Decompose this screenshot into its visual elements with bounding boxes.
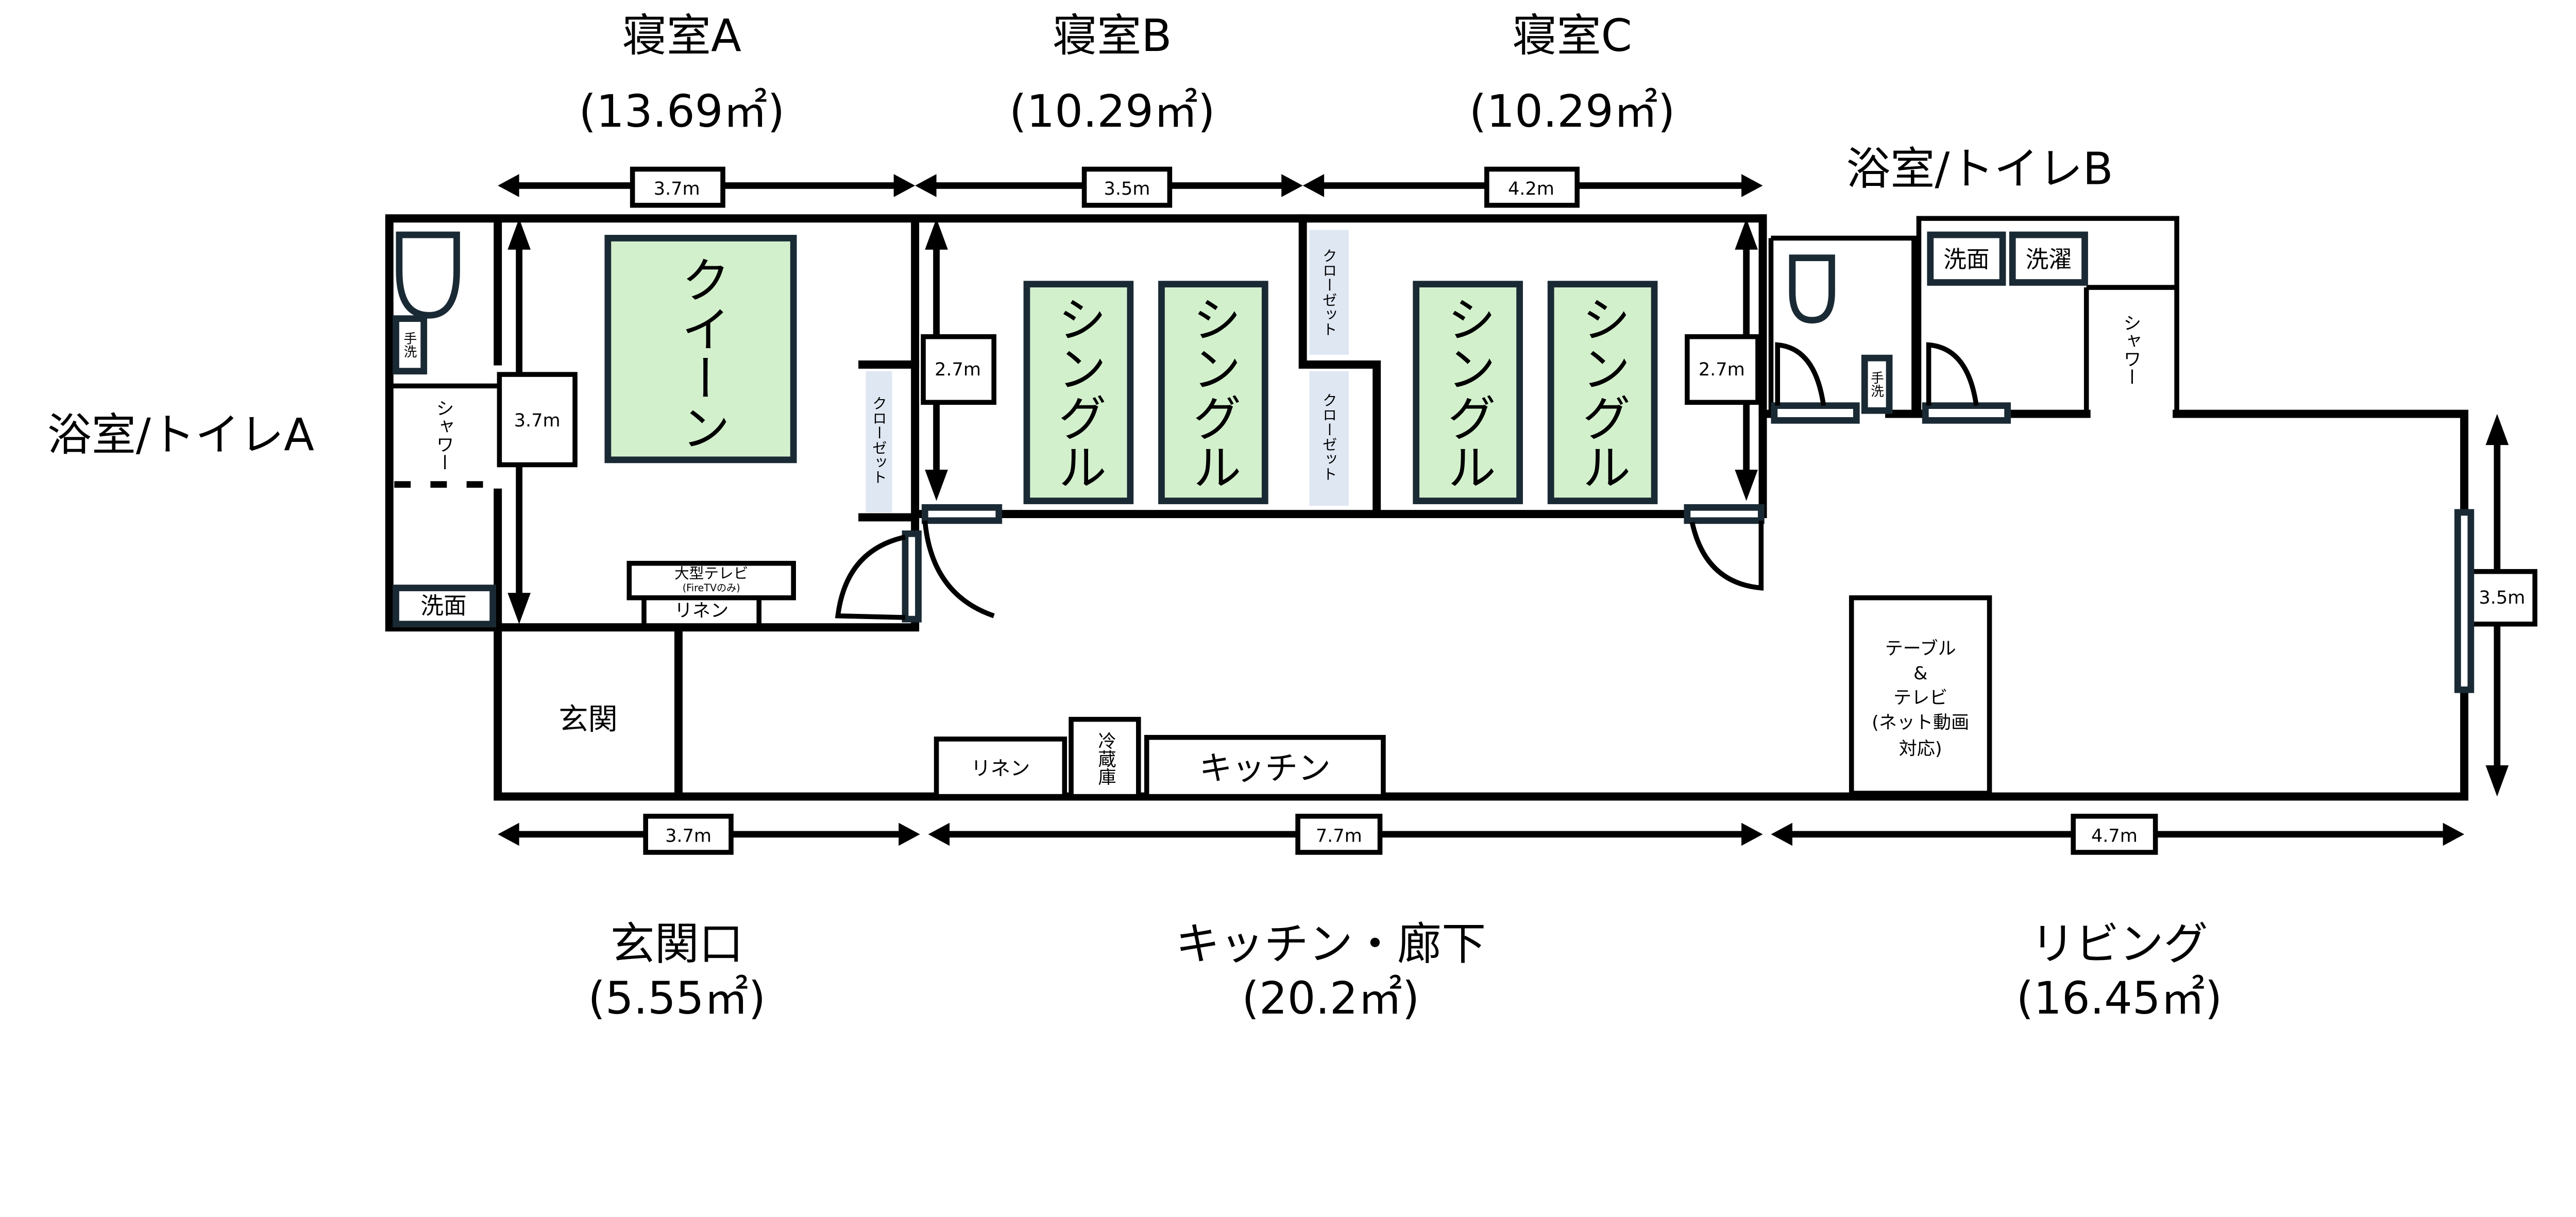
svg-text:対応): 対応) [1899, 739, 1942, 760]
svg-text:テーブル: テーブル [1885, 638, 1956, 659]
svg-text:&: & [1913, 663, 1927, 684]
closet-a-label: クローゼット [870, 396, 888, 485]
dimension-b-width: 3.5m [915, 166, 1303, 208]
genkan-label: 玄関 [558, 702, 618, 736]
svg-text:テレビ: テレビ [1893, 688, 1947, 709]
door-bath-b-icon [1922, 342, 2011, 424]
door-bedroom-b-icon [921, 504, 1003, 619]
linen-a [641, 595, 761, 628]
single-bed [1413, 281, 1523, 504]
laundry-label: 洗濯 [2026, 246, 2072, 273]
closet-b [1309, 230, 1349, 355]
bath-a-title: 浴室/トイレA [47, 409, 314, 461]
living-depth-label: 3.5m [2479, 587, 2526, 608]
closet-a [866, 371, 892, 512]
kitchen-counter [1144, 734, 1386, 799]
kitchen-hall-title: キッチン・廊下 [1176, 919, 1486, 970]
bedroom-c-title: 寝室C [1513, 10, 1632, 62]
single-bed [1023, 281, 1134, 504]
closet-c [1309, 371, 1349, 506]
svg-text:3.7m: 3.7m [654, 178, 700, 199]
washbasin-a [393, 585, 497, 628]
entrance-area: (5.55㎡) [588, 973, 766, 1024]
svg-text:4.2m: 4.2m [1508, 178, 1554, 199]
handwash-a-label: 手洗 [401, 332, 417, 358]
svg-text:2.7m: 2.7m [935, 359, 981, 380]
shower-a-label: シャワー [433, 399, 454, 471]
fridge-label: 冷蔵庫 [1095, 731, 1116, 785]
closet-c-label: クローゼット [1320, 392, 1338, 481]
svg-text:4.7m: 4.7m [2091, 826, 2138, 847]
toilet-a-icon [396, 231, 460, 319]
bedroom-c-area: (10.29㎡) [1469, 86, 1675, 138]
living-title: リビング [2030, 919, 2208, 970]
single-bed-label: シングル [1573, 294, 1631, 491]
table-tv-label: テーブル & テレビ (ネット動画 対応) [1872, 638, 1969, 760]
single-beds: シングル シングル シングル シングル [1023, 281, 1658, 504]
large-tv-note: (FireTVのみ) [683, 582, 740, 594]
svg-text:3.5m: 3.5m [1104, 178, 1150, 199]
dimension-a-width: 3.7m [498, 166, 916, 208]
dimension-living-depth: 3.5m [2466, 414, 2538, 797]
linen-a-label: リネン [674, 601, 728, 622]
kitchen-label: キッチン [1199, 749, 1331, 787]
svg-text:7.7m: 7.7m [1316, 826, 1362, 847]
handwash-a [393, 315, 428, 375]
dimension-entrance-width: 3.7m [498, 814, 920, 855]
bedroom-b-title: 寝室B [1053, 10, 1172, 62]
kitchen-hall-area: (20.2㎡) [1242, 973, 1419, 1024]
toilet-b-icon [1789, 254, 1835, 324]
handwash-b-label: 手洗 [1869, 371, 1884, 398]
svg-text:(ネット動画: (ネット動画 [1872, 712, 1969, 733]
washbasin-b-label: 洗面 [1943, 246, 1989, 273]
shower-b-label: シャワー [2120, 314, 2141, 386]
linen-kitchen-label: リネン [971, 757, 1030, 780]
single-bed-label: シングル [1183, 294, 1241, 491]
dimension-living-width: 4.7m [1771, 814, 2465, 855]
floor-plan: 寝室A (13.69㎡) 寝室B (10.29㎡) 寝室C (10.29㎡) 浴… [47, 10, 2538, 1024]
queen-bed-label: クイーン [673, 254, 731, 452]
dimension-c-width: 4.2m [1302, 166, 1763, 208]
linen-kitchen [934, 736, 1067, 799]
washbasin-b [1927, 231, 2006, 286]
queen-bed [604, 234, 797, 464]
dimension-c-depth: 2.7m [1685, 218, 1760, 501]
large-tv-label: 大型テレビ [674, 564, 748, 582]
washbasin-a-label: 洗面 [420, 593, 466, 620]
fridge [1069, 716, 1141, 799]
walls [385, 214, 2469, 801]
svg-text:2.7m: 2.7m [1699, 359, 1745, 380]
door-bath-b-toilet-icon [1771, 342, 1860, 424]
bedroom-a-title: 寝室A [622, 10, 741, 62]
svg-text:3.7m: 3.7m [665, 826, 711, 847]
single-bed [1158, 281, 1268, 504]
bedroom-b-area: (10.29㎡) [1009, 86, 1215, 138]
single-bed [1547, 281, 1658, 504]
door-bedroom-c-icon [1684, 504, 1765, 591]
table-tv [1849, 595, 1992, 796]
entrance-title: 玄関口 [611, 919, 743, 970]
bath-b-title: 浴室/トイレB [1846, 143, 2113, 195]
bedroom-a-area: (13.69㎡) [579, 86, 785, 138]
dimension-kitchen-width: 7.7m [928, 814, 1763, 855]
window-living [2454, 509, 2475, 693]
closet-b-label: クローゼット [1320, 248, 1338, 337]
dimension-a-depth: 3.7m [497, 218, 578, 624]
single-bed-label: シングル [1438, 294, 1496, 491]
svg-text:3.7m: 3.7m [514, 410, 561, 431]
single-bed-label: シングル [1049, 294, 1107, 491]
door-bedroom-a-icon [835, 530, 922, 623]
handwash-b [1861, 354, 1893, 414]
living-area: (16.45㎡) [2016, 973, 2223, 1024]
laundry [2009, 231, 2088, 286]
dimension-b-depth: 2.7m [921, 218, 996, 501]
